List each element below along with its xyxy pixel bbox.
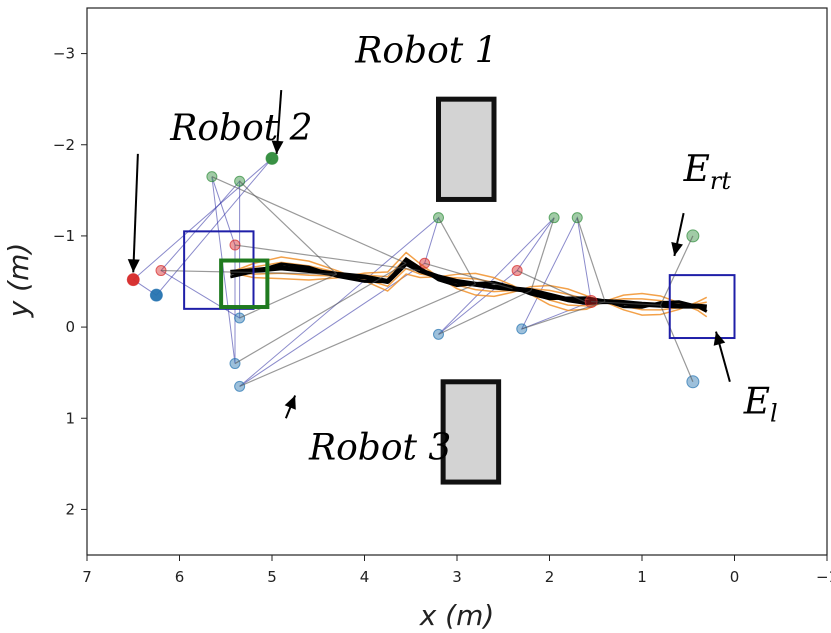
robot-1-point <box>265 151 279 165</box>
robot-tether <box>659 235 694 306</box>
annotation-subscript: l <box>770 400 778 428</box>
y-tick-label: 2 <box>65 500 75 518</box>
robot-tether <box>659 304 694 383</box>
robot-tether <box>234 244 421 272</box>
region-box-2 <box>219 258 270 310</box>
x-tick-label: 4 <box>360 568 370 586</box>
robot-tether <box>211 176 407 264</box>
y-tick-label: −3 <box>53 45 75 63</box>
orange-path <box>230 251 708 316</box>
robot-tether <box>437 217 477 285</box>
y-axis-label: y (m) <box>2 243 35 319</box>
y-tick-label: 1 <box>65 409 75 427</box>
boxes-layer <box>183 230 736 340</box>
region-box-1 <box>183 230 255 310</box>
axes-layer: 7 6 5 4 3 2 1 0 −1 −3 −2 −1 0 1 2 <box>53 7 831 586</box>
robot-tether <box>576 217 606 302</box>
annotation-arrowhead <box>271 140 284 154</box>
annotation-arrow <box>132 153 139 273</box>
x-axis-label: x (m) <box>419 599 495 632</box>
obstacle-2 <box>440 379 502 485</box>
robot-tether <box>516 270 587 304</box>
x-tick-label: 5 <box>267 568 277 586</box>
annotation-arrowhead <box>284 395 296 410</box>
annotation-arrowhead <box>713 331 726 346</box>
x-tick-label: 3 <box>452 568 462 586</box>
annotation-label: Robot 2 <box>169 108 312 149</box>
x-tick-label: 7 <box>82 568 92 586</box>
formation-triangle <box>211 176 236 364</box>
y-tick-label: −2 <box>53 136 75 154</box>
obstacles-layer <box>436 96 502 485</box>
y-tick-label: −1 <box>53 227 75 245</box>
orange-path <box>230 256 708 318</box>
x-tick-label: 0 <box>730 568 740 586</box>
robot-tether <box>530 217 555 291</box>
annotation-arrowhead <box>127 259 140 273</box>
x-tick-label: 6 <box>175 568 185 586</box>
annotation-arrowhead <box>671 241 683 256</box>
annotation-label: El <box>743 382 778 428</box>
x-tick-label: 2 <box>545 568 555 586</box>
trajectory-line-2 <box>230 256 708 313</box>
x-tick-label: 1 <box>637 568 647 586</box>
formation-triangle <box>132 158 273 296</box>
annotation-label: Robot 1 <box>354 31 497 72</box>
formation-triangle <box>520 216 592 330</box>
robot-tether <box>160 269 337 275</box>
robots-layer <box>126 151 700 392</box>
robot-tether <box>424 262 513 290</box>
annotation-label: Robot 3 <box>308 427 451 468</box>
annotation-subscript: rt <box>710 167 731 195</box>
formation-triangle <box>160 179 241 319</box>
robot-tether <box>239 283 476 387</box>
obstacle-1 <box>436 96 497 202</box>
y-tick-label: 0 <box>65 318 75 336</box>
formation-triangle <box>438 217 555 335</box>
x-tick-label: −1 <box>816 568 831 586</box>
robot-2-point <box>126 273 140 287</box>
robot-tether <box>234 262 407 365</box>
robot-tether <box>521 300 606 330</box>
robot-tether <box>239 273 337 319</box>
robot-3-point <box>149 288 163 302</box>
robot-tether <box>438 290 532 335</box>
region-box-3 <box>668 274 736 340</box>
annotation-label: Ert <box>683 149 732 195</box>
